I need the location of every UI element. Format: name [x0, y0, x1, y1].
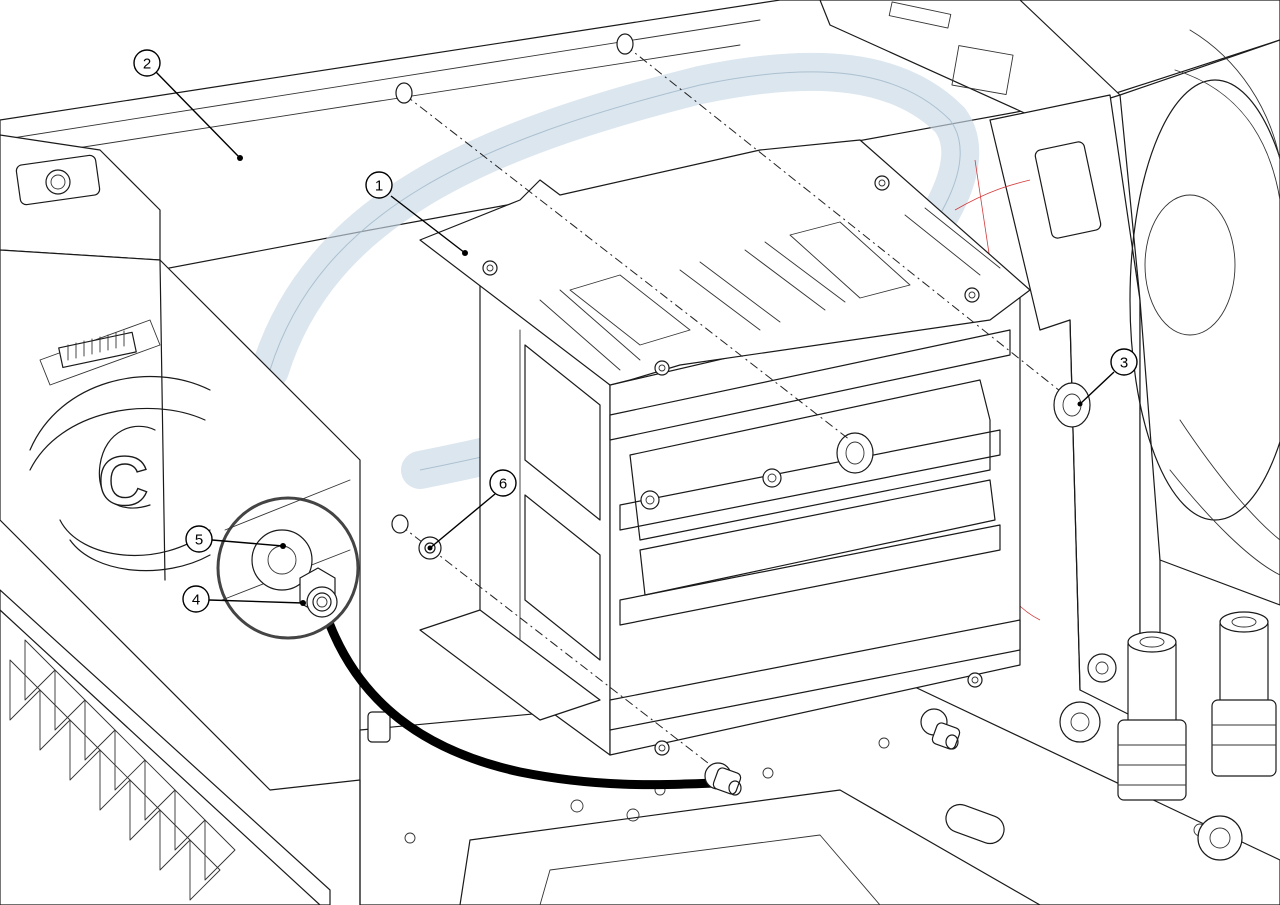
callout-1: 1 [365, 171, 468, 256]
callouts: 1 2 3 4 5 6 [133, 49, 1138, 613]
callout-2-label: 2 [143, 56, 151, 73]
callout-3-label: 3 [1120, 355, 1128, 372]
logo-glyph: C [98, 442, 149, 520]
callout-6-label: 6 [499, 476, 507, 493]
hdd-cage [419, 139, 1031, 756]
brand-logo: C [97, 425, 156, 521]
callout-5: 5 [185, 525, 286, 553]
connector-pins [58, 330, 137, 369]
callout-3: 3 [1079, 348, 1138, 405]
post-left [1117, 631, 1187, 801]
case-fan [1119, 29, 1280, 606]
post-right [1211, 611, 1277, 777]
callout-2: 2 [133, 49, 243, 161]
left-vented-frame [0, 589, 331, 905]
callout-1-label: 1 [375, 178, 383, 195]
grounding-cable [325, 620, 961, 796]
mounting-posts [1059, 611, 1277, 861]
callout-5-label: 5 [195, 532, 203, 549]
locating-pins [391, 33, 634, 534]
assembly-axes [399, 44, 1066, 781]
callout-4: 4 [182, 585, 306, 613]
hex-nut [299, 567, 338, 618]
callout-6: 6 [427, 469, 517, 551]
callout-4-label: 4 [192, 592, 200, 609]
thumb-screw [1053, 382, 1091, 428]
